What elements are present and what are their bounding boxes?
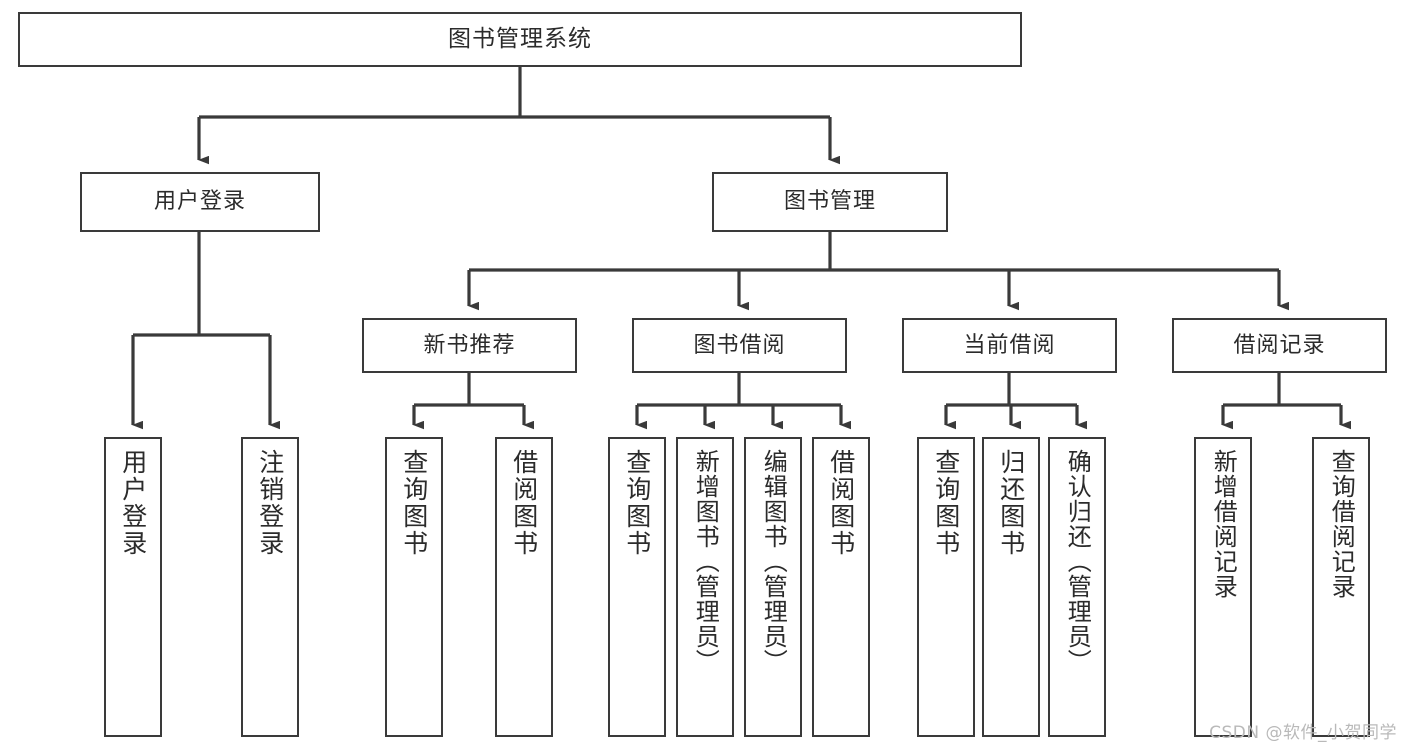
leaf-user-login[interactable]: 用户登录 xyxy=(104,437,162,737)
leaf-query-book-2-label: 查询图书 xyxy=(622,449,652,557)
node-user-login[interactable]: 用户登录 xyxy=(80,172,320,232)
leaf-return-book[interactable]: 归还图书 xyxy=(982,437,1040,737)
leaf-add-record-label: 新增借阅记录 xyxy=(1209,449,1238,599)
leaf-add-book[interactable]: 新增图书（管理员） xyxy=(676,437,734,737)
leaf-query-record[interactable]: 查询借阅记录 xyxy=(1312,437,1370,737)
leaf-query-book-3[interactable]: 查询图书 xyxy=(917,437,975,737)
leaf-add-record[interactable]: 新增借阅记录 xyxy=(1194,437,1252,737)
leaf-query-book-1[interactable]: 查询图书 xyxy=(385,437,443,737)
node-current-borrow[interactable]: 当前借阅 xyxy=(902,318,1117,373)
node-book-borrow[interactable]: 图书借阅 xyxy=(632,318,847,373)
node-borrow-record-label: 借阅记录 xyxy=(1233,332,1326,358)
leaf-query-book-1-label: 查询图书 xyxy=(399,449,429,557)
node-user-login-label: 用户登录 xyxy=(153,189,246,215)
leaf-borrow-book-1[interactable]: 借阅图书 xyxy=(495,437,553,737)
leaf-borrow-book-1-label: 借阅图书 xyxy=(509,449,539,557)
node-root[interactable]: 图书管理系统 xyxy=(18,12,1022,67)
node-current-borrow-label: 当前借阅 xyxy=(963,332,1056,358)
csdn-watermark: CSDN @软件_小贺同学 xyxy=(1209,723,1397,743)
leaf-query-book-3-label: 查询图书 xyxy=(931,449,961,557)
leaf-borrow-book-2-label: 借阅图书 xyxy=(826,449,856,557)
node-book-manage[interactable]: 图书管理 xyxy=(712,172,948,232)
leaf-edit-book[interactable]: 编辑图书（管理员） xyxy=(744,437,802,737)
leaf-query-book-2[interactable]: 查询图书 xyxy=(608,437,666,737)
leaf-edit-book-label: 编辑图书（管理员） xyxy=(759,449,788,674)
leaf-user-login-label: 用户登录 xyxy=(118,449,148,557)
leaf-confirm-return-label: 确认归还（管理员） xyxy=(1063,449,1092,674)
leaf-user-logout-label: 注销登录 xyxy=(255,449,285,557)
leaf-confirm-return[interactable]: 确认归还（管理员） xyxy=(1048,437,1106,737)
node-borrow-record[interactable]: 借阅记录 xyxy=(1172,318,1387,373)
node-book-borrow-label: 图书借阅 xyxy=(693,332,786,358)
node-new-book-rec[interactable]: 新书推荐 xyxy=(362,318,577,373)
leaf-add-book-label: 新增图书（管理员） xyxy=(691,449,720,674)
leaf-return-book-label: 归还图书 xyxy=(996,449,1026,557)
leaf-borrow-book-2[interactable]: 借阅图书 xyxy=(812,437,870,737)
leaf-user-logout[interactable]: 注销登录 xyxy=(241,437,299,737)
node-new-book-rec-label: 新书推荐 xyxy=(423,332,516,358)
node-book-manage-label: 图书管理 xyxy=(783,189,876,215)
node-root-label: 图书管理系统 xyxy=(448,25,592,52)
leaf-query-record-label: 查询借阅记录 xyxy=(1327,449,1356,599)
